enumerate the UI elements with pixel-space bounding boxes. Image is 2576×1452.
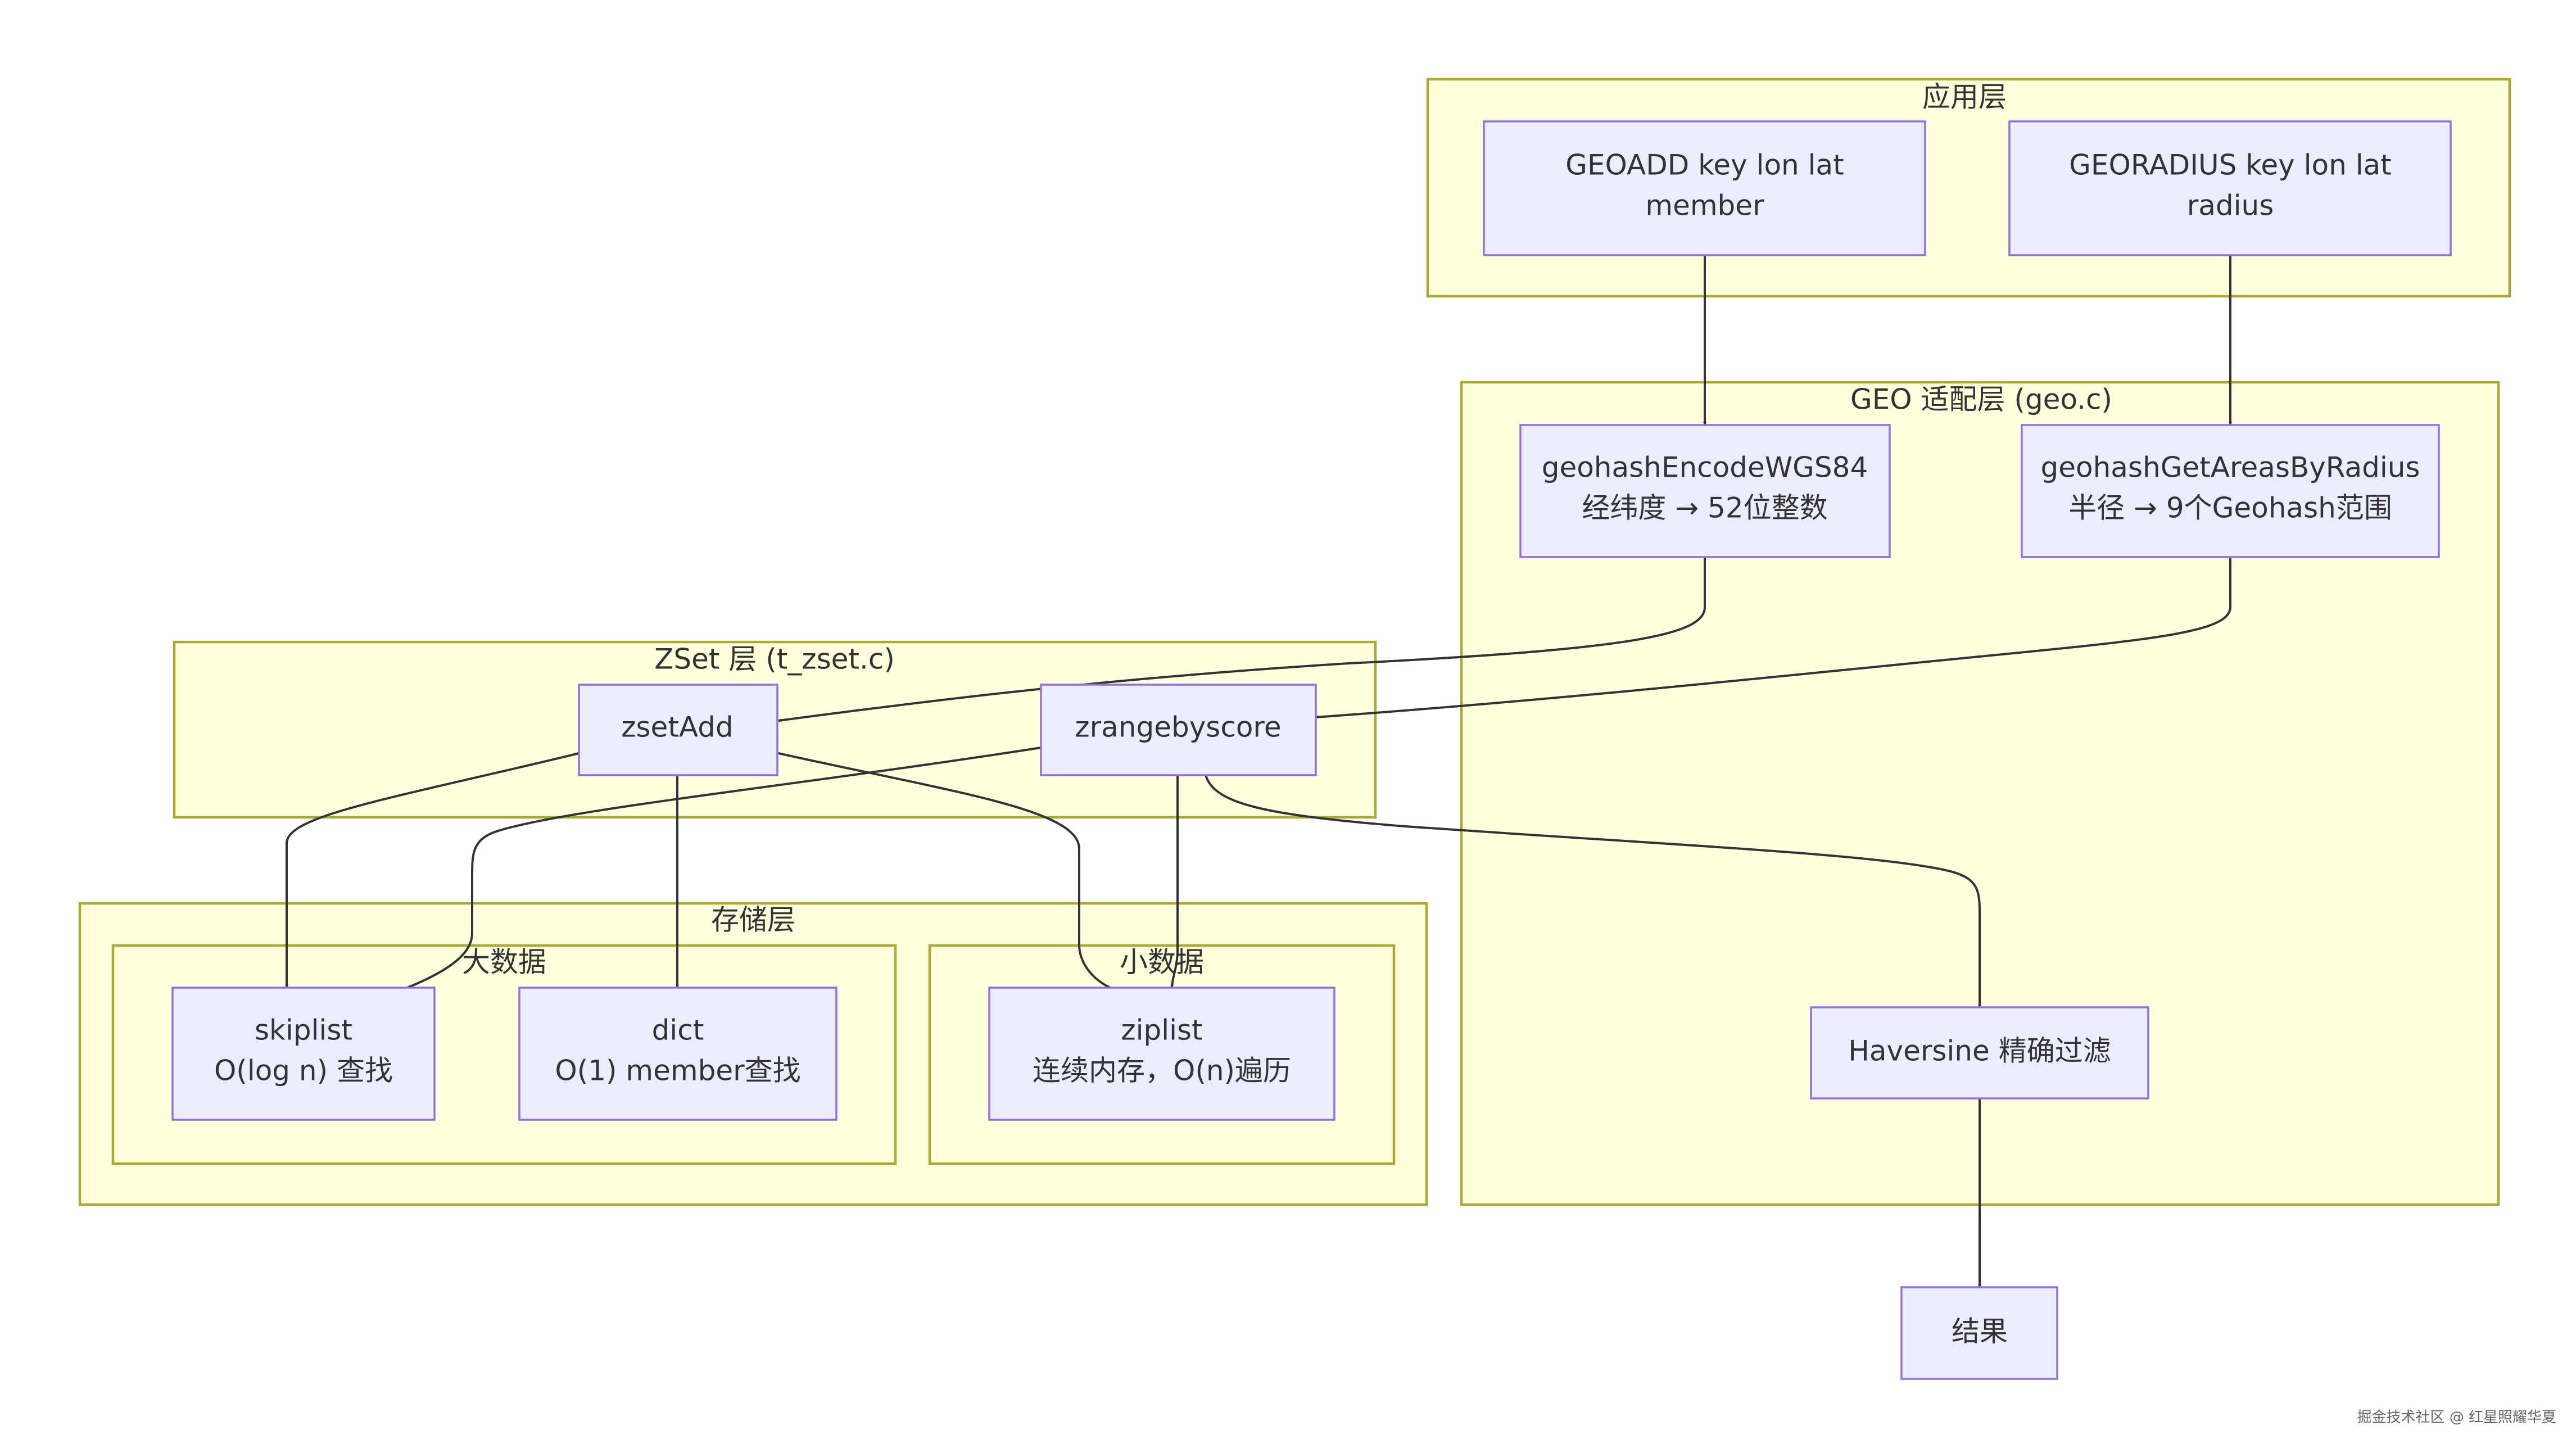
node-skiplist[interactable]: skiplist O(log n) 查找 bbox=[171, 987, 436, 1121]
node-geoadd-line-2: member bbox=[1645, 189, 1764, 222]
node-result-line-1: 结果 bbox=[1952, 1315, 2008, 1348]
node-geohash-areas[interactable]: geohashGetAreasByRadius 半径 → 9个Geohash范围 bbox=[2021, 424, 2440, 558]
node-zrangebyscore-line-1: zrangebyscore bbox=[1075, 711, 1281, 744]
node-geohash-encode-line-1: geohashEncodeWGS84 bbox=[1542, 451, 1868, 484]
node-haversine-line-1: Haversine 精确过滤 bbox=[1848, 1035, 2111, 1067]
node-dict-line-2: O(1) member查找 bbox=[555, 1055, 800, 1087]
node-skiplist-line-2: O(log n) 查找 bbox=[214, 1055, 393, 1087]
node-geohash-areas-line-2: 半径 → 9个Geohash范围 bbox=[2068, 492, 2392, 524]
cluster-storage-layer-label: 存储层 bbox=[711, 904, 795, 937]
node-geoadd-line-1: GEOADD key lon lat bbox=[1565, 149, 1844, 182]
node-georadius-line-1: GEORADIUS key lon lat bbox=[2069, 149, 2392, 182]
edges bbox=[285, 255, 2232, 1288]
node-geohash-areas-line-1: geohashGetAreasByRadius bbox=[2041, 451, 2420, 484]
node-geohash-encode-line-2: 经纬度 → 52位整数 bbox=[1582, 492, 1827, 524]
node-dict[interactable]: dict O(1) member查找 bbox=[518, 987, 837, 1121]
node-zsetadd-line-1: zsetAdd bbox=[621, 711, 733, 744]
cluster-app-layer-label: 应用层 bbox=[1922, 81, 2007, 114]
node-georadius-line-2: radius bbox=[2187, 189, 2274, 222]
cluster-geo-layer-label: GEO 适配层 (geo.c) bbox=[1850, 383, 2112, 416]
cluster-small-data-label: 小数据 bbox=[1120, 946, 1204, 979]
node-result[interactable]: 结果 bbox=[1900, 1286, 2058, 1380]
node-skiplist-line-1: skiplist bbox=[255, 1014, 352, 1047]
node-dict-line-1: dict bbox=[652, 1014, 704, 1047]
cluster-zset-layer-label: ZSet 层 (t_zset.c) bbox=[654, 643, 895, 676]
node-haversine[interactable]: Haversine 精确过滤 bbox=[1810, 1006, 2149, 1100]
edge-zsetadd-to-skiplist bbox=[285, 752, 580, 988]
watermark-text: 掘金技术社区 @ 红星照耀华夏 bbox=[2357, 1409, 2556, 1426]
cluster-big-data-label: 大数据 bbox=[462, 946, 546, 979]
edge-zrange-to-skiplist bbox=[407, 747, 1042, 989]
node-ziplist[interactable]: ziplist 连续内存，O(n)遍历 bbox=[988, 987, 1335, 1121]
node-georadius[interactable]: GEORADIUS key lon lat radius bbox=[2008, 120, 2452, 256]
node-ziplist-line-2: 连续内存，O(n)遍历 bbox=[1033, 1055, 1291, 1087]
edge-zsetadd-to-ziplist bbox=[778, 752, 1111, 989]
node-ziplist-line-1: ziplist bbox=[1121, 1014, 1202, 1047]
edge-areas-to-zrange bbox=[1315, 557, 2231, 719]
node-zsetadd[interactable]: zsetAdd bbox=[578, 684, 778, 776]
node-geoadd[interactable]: GEOADD key lon lat member bbox=[1483, 120, 1926, 256]
edge-zrange-to-ziplist bbox=[1170, 775, 1179, 988]
node-geohash-encode[interactable]: geohashEncodeWGS84 经纬度 → 52位整数 bbox=[1519, 424, 1891, 558]
edge-zrange-to-haversine bbox=[1205, 775, 1981, 1008]
node-zrangebyscore[interactable]: zrangebyscore bbox=[1040, 684, 1317, 776]
edge-encode-to-zsetadd bbox=[778, 557, 1706, 722]
